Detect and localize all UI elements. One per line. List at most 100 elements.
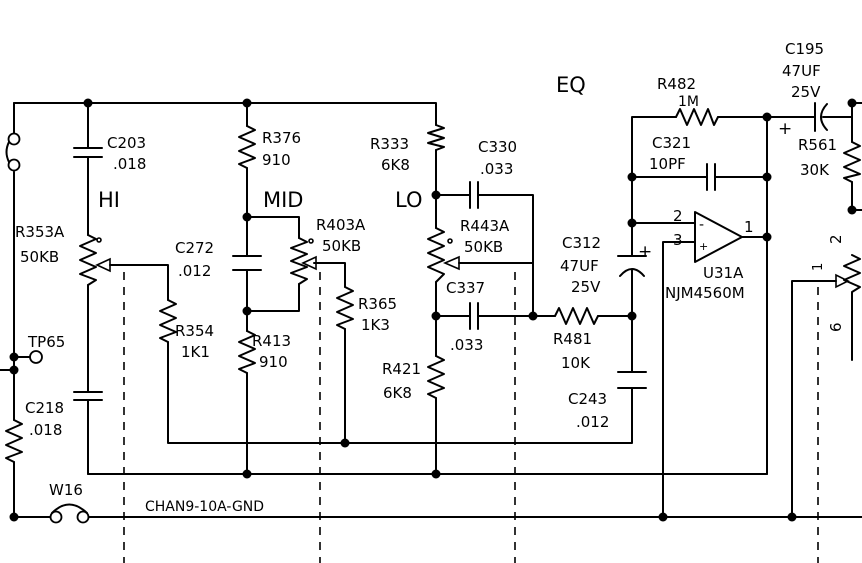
right-pin-6: 6 [827, 322, 845, 332]
c321-value: 10PF [649, 155, 686, 173]
r354-symbol [159, 299, 177, 343]
right-edge-wire [851, 102, 862, 361]
r333-ref: R333 [370, 135, 409, 153]
u31a-plus-sign: + [699, 240, 708, 253]
wire-r365 [313, 262, 633, 444]
r481-symbol [554, 307, 599, 325]
right-pot-symbol [843, 254, 861, 301]
r413-symbol [238, 330, 256, 374]
c337-value: .033 [450, 336, 483, 354]
c312-symbol [617, 255, 647, 277]
r482-symbol [675, 108, 719, 126]
c203-ref: C203 [107, 134, 146, 152]
labels: EQ HI MID LO C203 .018 R353A 50KB R354 1… [15, 40, 845, 515]
section-mid: MID [263, 188, 303, 212]
c272-value: .012 [178, 262, 211, 280]
c195-voltage: 25V [791, 83, 821, 101]
r421-value: 6K8 [383, 384, 412, 402]
c195-ref: C195 [785, 40, 824, 58]
u31a-pin-noninv: 3 [673, 231, 683, 249]
c330-value: .033 [480, 160, 513, 178]
r482-value: 1M [678, 94, 699, 110]
left-rail-resistor [5, 419, 23, 463]
c243-symbol [617, 371, 647, 389]
c321-ref: C321 [652, 134, 691, 152]
r354-ref: R354 [175, 322, 214, 340]
u31a-part: NJM4560M [665, 284, 745, 302]
w16-label: W16 [49, 481, 83, 499]
pot-cw-markers [96, 237, 453, 244]
resistors [79, 108, 861, 399]
connectors [0, 132, 90, 524]
c195-plus: + [778, 119, 792, 139]
r481-ref: R481 [553, 330, 592, 348]
r421-symbol [427, 355, 445, 399]
u31a-opamp: - + [694, 211, 743, 263]
right-pot-wiper-arrow [835, 273, 850, 289]
r376-value: 910 [262, 151, 291, 169]
c218-symbol [73, 391, 103, 401]
wire-c195 [766, 102, 853, 211]
junction-dots [9, 98, 857, 522]
r443a-value: 50KB [464, 238, 503, 256]
w16-left-end [49, 510, 63, 524]
r353a-symbol [79, 234, 97, 286]
wire-opamp-in [631, 222, 696, 518]
c195-value: 47UF [782, 62, 821, 80]
c203-symbol [73, 147, 103, 158]
r353a-value: 50KB [20, 248, 59, 266]
u31a-minus-sign: - [699, 217, 704, 233]
r376-ref: R376 [262, 129, 301, 147]
wire-mid-pot [246, 216, 300, 312]
c312-ref: C312 [562, 234, 601, 252]
title-eq: EQ [556, 73, 586, 97]
gang-lines [123, 272, 819, 563]
u31a-pin-out: 1 [744, 218, 754, 236]
r482-ref: R482 [657, 75, 696, 93]
r403a-wiper-arrow [301, 255, 317, 271]
tp65-marker [29, 350, 43, 364]
section-lo: LO [395, 188, 422, 212]
r403a-symbol [290, 237, 308, 285]
wire-top-rail [13, 102, 437, 126]
c243-value: .012 [576, 413, 609, 431]
c195-symbol [814, 102, 828, 132]
c330-ref: C330 [478, 138, 517, 156]
left-connector-bracket [5, 141, 10, 163]
c203-value: .018 [113, 155, 146, 173]
r353a-wiper-arrow [95, 257, 111, 273]
c337-symbol [469, 302, 479, 330]
r413-ref: R413 [252, 332, 291, 350]
right-pin-1: 1 [811, 263, 826, 271]
r333-value: 6K8 [381, 156, 410, 174]
left-connector-top [7, 132, 21, 146]
r561-value: 30K [800, 161, 830, 179]
w16-link-arc [51, 503, 88, 514]
c243-ref: C243 [568, 390, 607, 408]
r421-ref: R421 [382, 360, 421, 378]
wire-r354 [109, 264, 346, 444]
wire-c330 [435, 194, 534, 317]
r354-value: 1K1 [181, 343, 210, 361]
wire-right-out [791, 280, 837, 518]
capacitors [73, 102, 828, 401]
right-pin-2: 2 [827, 234, 845, 244]
r481-value: 10K [561, 354, 591, 372]
r443a-ref: R443A [460, 217, 510, 235]
r403a-ref: R403A [316, 216, 366, 234]
r413-value: 910 [259, 353, 288, 371]
left-connector-bottom [7, 158, 21, 172]
r561-symbol [843, 141, 861, 183]
c337-ref: C337 [446, 279, 485, 297]
c321-symbol [706, 163, 716, 191]
c312-value: 47UF [560, 257, 599, 275]
r365-symbol [336, 286, 354, 330]
wiper-arrows [95, 255, 850, 289]
r561-ref: R561 [798, 136, 837, 154]
c312-voltage: 25V [571, 278, 601, 296]
r333-symbol [427, 124, 445, 151]
w16-right-end [76, 510, 90, 524]
c272-ref: C272 [175, 239, 214, 257]
u31a-ref: U31A [703, 264, 744, 282]
